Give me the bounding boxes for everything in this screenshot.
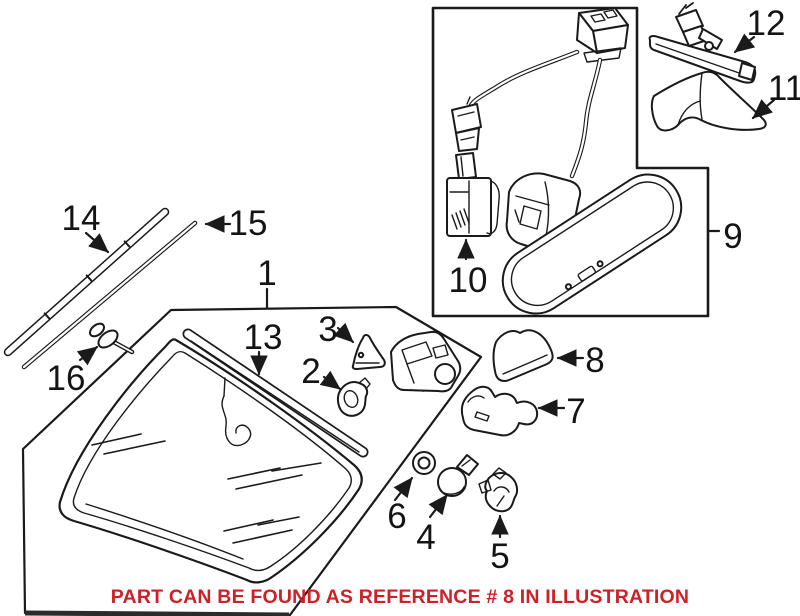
callout-label-12: 12 [747, 4, 786, 43]
mirror-harness-connector [576, 7, 629, 63]
molding-13 [182, 328, 369, 458]
sensor-10 [446, 152, 500, 237]
arrow-2 [319, 370, 342, 391]
arrow-3 [333, 322, 355, 344]
arrow-16 [76, 345, 99, 366]
molding-14 [3, 207, 170, 357]
callout-label-5: 5 [490, 537, 509, 576]
bracket-3 [351, 334, 386, 370]
molding-15 [21, 220, 198, 370]
callout-label-2: 2 [301, 352, 320, 391]
callout-label-15: 15 [229, 204, 268, 243]
reference-note: PART CAN BE FOUND AS REFERENCE # 8 IN IL… [110, 586, 690, 608]
callout-label-7: 7 [566, 392, 585, 431]
callout-label-1: 1 [257, 254, 276, 293]
callout-label-9: 9 [723, 217, 742, 256]
callout-label-13: 13 [244, 318, 283, 357]
rearview-mirror [501, 173, 683, 315]
clip-16 [88, 322, 135, 355]
small-plug [451, 96, 482, 152]
callout-label-11: 11 [768, 69, 800, 108]
windshield-outline [21, 305, 483, 616]
glass-frit-swirl [221, 377, 252, 447]
arrow-14 [84, 231, 110, 254]
callout-label-10: 10 [449, 261, 488, 300]
callout-label-6: 6 [387, 497, 406, 536]
callout-label-8: 8 [585, 341, 604, 380]
mirror-wiring [467, 49, 603, 179]
arrow-11 [751, 98, 776, 120]
cover-8 [492, 329, 554, 382]
mirror-baseplate [390, 330, 462, 393]
callout-label-16: 16 [47, 359, 86, 398]
bracket-7 [460, 385, 539, 437]
glass-shine-lines [91, 433, 322, 544]
bracket-12 [648, 2, 757, 84]
clip-5 [478, 467, 519, 513]
cover-11 [650, 70, 767, 132]
callout-arrows [76, 33, 776, 539]
arrow-12 [733, 33, 756, 54]
oring-6 [412, 451, 436, 475]
callout-label-14: 14 [62, 199, 101, 238]
windshield-glass [58, 338, 363, 584]
sensor-4 [437, 454, 479, 497]
callout-label-4: 4 [416, 518, 435, 557]
callout-label-3: 3 [318, 310, 337, 349]
arrow-4 [428, 493, 449, 519]
clip-2 [336, 377, 371, 417]
arrow-6 [393, 476, 414, 502]
